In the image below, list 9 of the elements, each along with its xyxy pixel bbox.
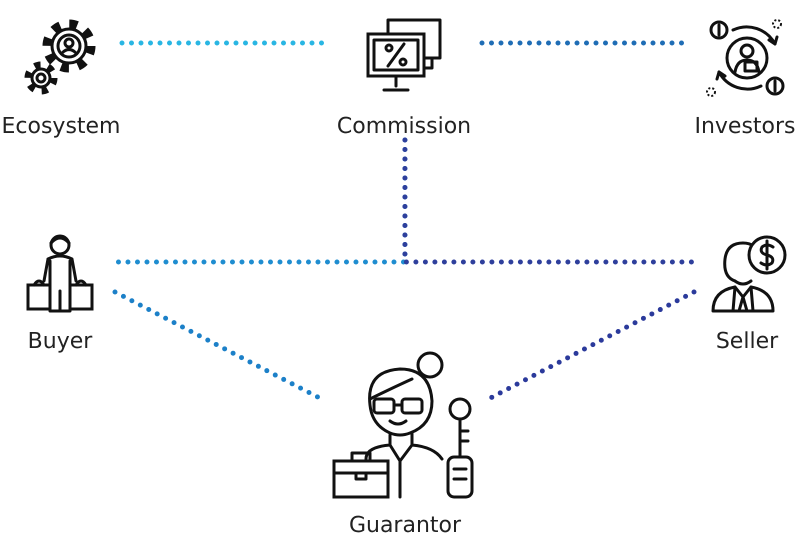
dotted-connector <box>402 138 696 265</box>
node-label: Ecosystem <box>2 114 120 140</box>
node-label: Guarantor <box>348 513 462 539</box>
node-label: Seller <box>716 329 778 355</box>
node-label: Commission <box>336 114 472 140</box>
dotted-connector <box>488 290 696 401</box>
node-label: Investors <box>694 114 796 140</box>
node-label: Buyer <box>28 329 92 355</box>
dotted-connector <box>112 290 322 401</box>
